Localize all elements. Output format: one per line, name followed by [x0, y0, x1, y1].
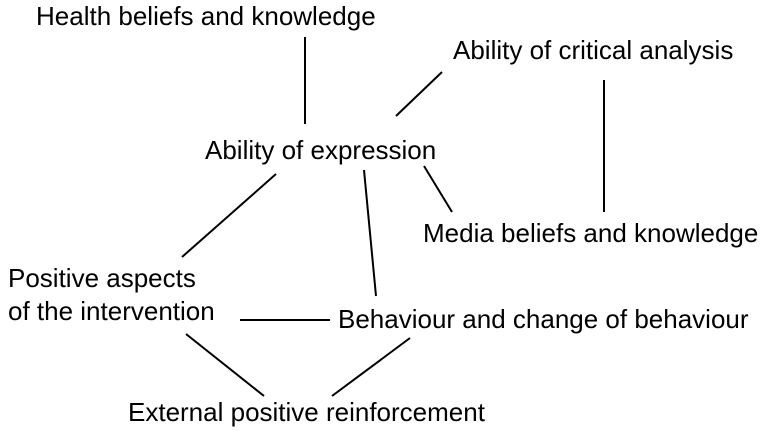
node-behaviour-and-change-of-behaviour: Behaviour and change of behaviour — [338, 303, 749, 336]
edge-expression-to-positive-aspects — [181, 173, 277, 258]
node-ability-of-critical-analysis: Ability of critical analysis — [453, 34, 733, 67]
node-label: Health beliefs and knowledge — [36, 1, 376, 31]
node-label: Media beliefs and knowledge — [423, 218, 759, 248]
node-label-line-1: Positive aspects — [8, 263, 196, 293]
edge-critical-analysis-to-expression — [395, 71, 443, 117]
edge-positive-aspects-to-external-reinforcement — [185, 333, 265, 397]
edge-expression-to-behaviour — [363, 169, 377, 297]
node-label: External positive reinforcement — [128, 397, 485, 427]
node-label: Ability of critical analysis — [453, 35, 734, 65]
node-positive-aspects-of-the-intervention: Positive aspects of the intervention — [8, 262, 215, 328]
node-media-beliefs-and-knowledge: Media beliefs and knowledge — [423, 217, 758, 250]
node-health-beliefs-and-knowledge: Health beliefs and knowledge — [36, 0, 376, 33]
node-label-line-2: of the intervention — [8, 296, 215, 326]
node-external-positive-reinforcement: External positive reinforcement — [128, 396, 485, 429]
node-label: Behaviour and change of behaviour — [338, 304, 749, 334]
edge-expression-to-media-beliefs — [423, 165, 453, 213]
node-label: Ability of expression — [205, 135, 437, 165]
edge-behaviour-to-external-reinforcement — [331, 337, 411, 397]
node-ability-of-expression: Ability of expression — [205, 134, 436, 167]
